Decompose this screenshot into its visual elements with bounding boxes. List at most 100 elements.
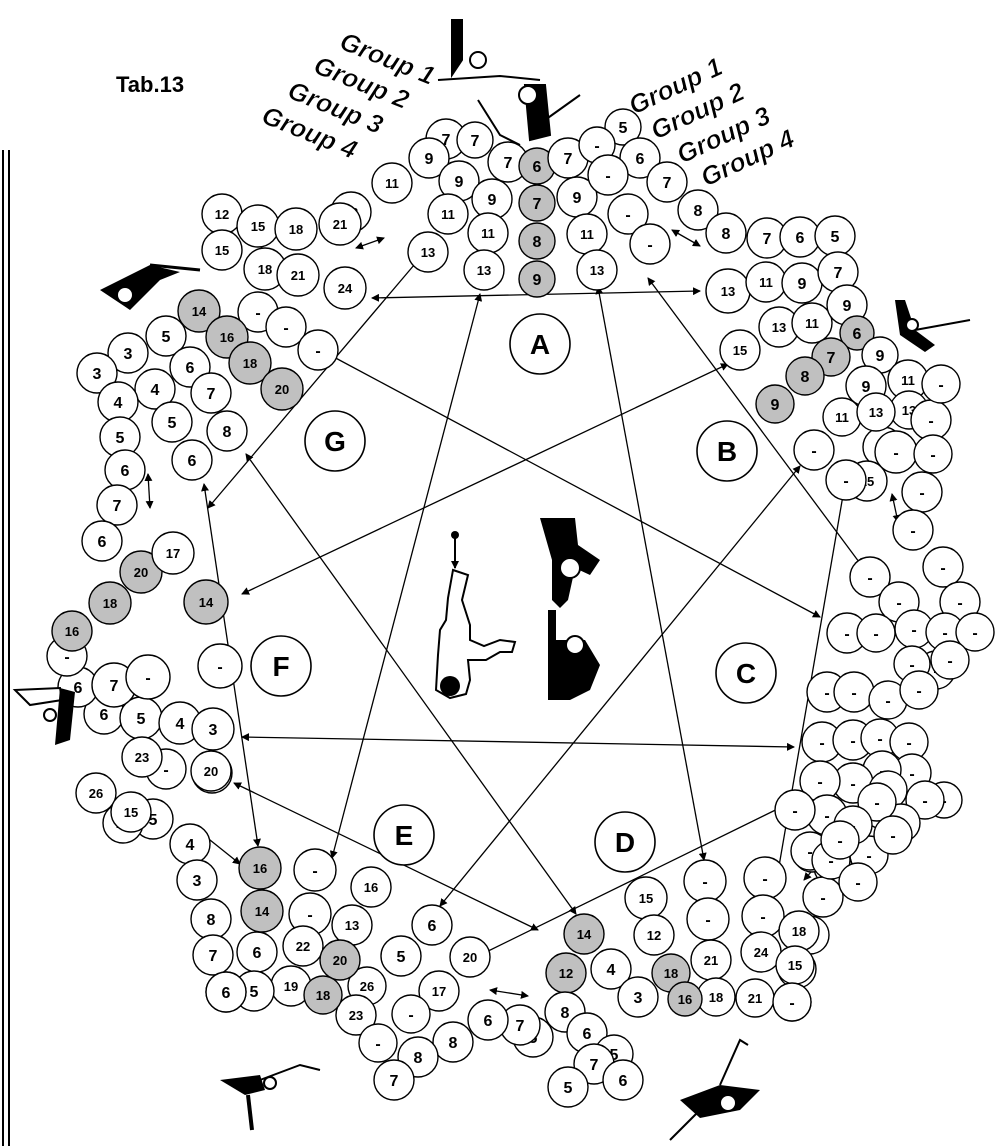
position-number: 6 [186,360,195,377]
position-number: 6 [533,159,542,176]
position-number: 6 [619,1073,628,1090]
position-circle: 11 [823,398,861,436]
position-circle: 11 [746,262,786,302]
position-number: - [255,305,260,322]
position-number: 3 [634,990,643,1007]
position-circle: 15 [625,877,667,919]
position-circle: 7 [519,185,555,221]
position-circle: 15 [202,230,242,270]
position-number: - [877,731,882,748]
position-number: - [896,595,901,612]
formation-letter-d: D [595,812,655,872]
position-number: - [893,445,898,462]
position-number: - [819,735,824,752]
position-number: 3 [124,346,133,363]
position-circle: 5 [381,936,421,976]
formation-letter-g: G [305,411,365,471]
position-circle: 12 [634,915,674,955]
position-circle: 6 [780,217,820,257]
position-number: 6 [853,326,862,343]
position-circle: - [911,400,951,440]
position-number: 16 [220,330,234,345]
position-number: - [930,447,935,464]
position-number: 16 [253,861,267,876]
position-circle: 18 [779,911,819,951]
position-number: 23 [349,1008,363,1023]
position-number: 16 [678,992,692,1007]
position-number: 26 [360,979,374,994]
position-number: 20 [333,953,347,968]
position-number: - [789,995,794,1012]
position-circle: 7 [191,373,231,413]
formation-letter-b: B [697,421,757,481]
position-circle: 8 [786,357,824,395]
position-number: - [873,626,878,643]
transition-arrow [208,258,420,508]
position-number: 9 [876,348,885,365]
position-circle: 12 [546,953,586,993]
position-number: 5 [250,984,259,1001]
position-circle: - [803,877,843,917]
position-number: 9 [771,397,780,414]
position-circle: 21 [319,203,361,245]
position-circle: 17 [152,532,194,574]
position-circle: 6 [82,521,122,561]
position-number: - [957,595,962,612]
center-figure-right [540,518,600,700]
position-number: 13 [772,320,786,335]
position-number: 7 [827,350,836,367]
position-number: 4 [607,962,616,979]
position-number: - [817,774,822,791]
position-circle: 21 [277,254,319,296]
position-number: 18 [709,990,723,1005]
position-number: 12 [559,966,573,981]
position-circle: - [874,816,912,854]
position-circle: - [392,995,430,1033]
position-number: 9 [455,174,464,191]
position-number: 9 [425,151,434,168]
position-circle: 8 [706,213,746,253]
position-circle: - [588,155,628,195]
position-number: 21 [704,953,718,968]
position-circle: 16 [668,982,702,1016]
position-circle: 6 [468,1000,508,1040]
position-number: 5 [619,120,628,137]
position-circle: 24 [741,932,781,972]
position-number: 11 [481,226,495,241]
transition-arrow [356,238,384,248]
position-circle: 5 [548,1067,588,1107]
position-number: 23 [135,750,149,765]
position-number: - [625,207,630,224]
gymnast-top-left-icon [438,20,540,80]
position-circle: 6 [603,1060,643,1100]
position-circle: 11 [792,303,832,343]
position-number: - [972,625,977,642]
transition-arrow [490,990,528,996]
position-number: - [890,828,895,845]
gymnast-bottom-right-icon [670,1040,760,1140]
position-number: 21 [291,268,305,283]
position-number: - [909,766,914,783]
position-number: - [916,683,921,700]
position-circle: 6 [172,440,212,480]
transition-arrow [242,364,728,594]
position-number: 18 [316,988,330,1003]
position-number: - [947,653,952,670]
position-number: 5 [397,949,406,966]
position-circle: 6 [412,905,452,945]
formation-letter-f: F [251,636,311,696]
position-number: 6 [583,1026,592,1043]
position-number: 7 [763,231,772,248]
position-number: 11 [901,373,915,388]
gymnast-left-middle-icon [15,688,75,745]
position-number: 5 [564,1080,573,1097]
position-number: 7 [110,678,119,695]
position-number: 13 [721,284,735,299]
position-circle: 24 [324,267,366,309]
position-circle: - [198,644,242,688]
position-number: 13 [590,263,604,278]
position-number: 8 [561,1005,570,1022]
position-number: 8 [414,1050,423,1067]
position-number: 3 [93,366,102,383]
